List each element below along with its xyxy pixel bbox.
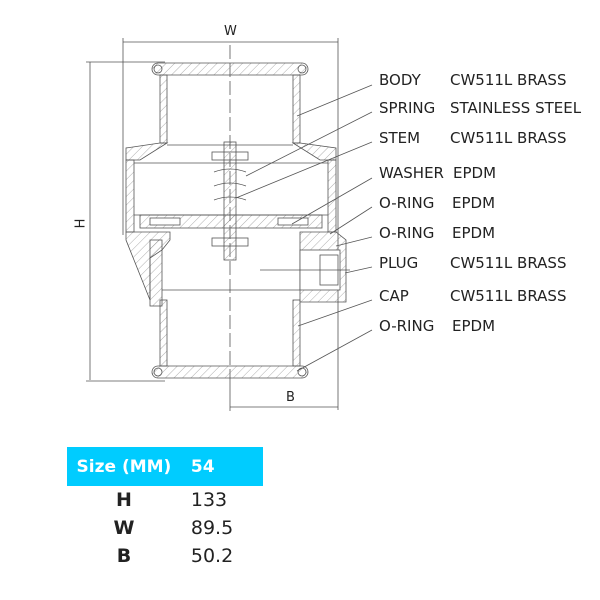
part-name: O-RING (379, 224, 435, 242)
part-name: STEM (379, 129, 421, 147)
table-row: H 133 (67, 486, 263, 514)
part-name: O-RING (379, 317, 435, 335)
size-table-header: Size (MM) 54 (67, 447, 263, 486)
part-name: WASHER (379, 164, 444, 182)
part-material: CW511L BRASS (450, 129, 567, 147)
row-label: H (115, 489, 132, 511)
part-material: EPDM (452, 194, 496, 212)
leader-lines (235, 84, 373, 372)
row-value: 89.5 (190, 517, 234, 539)
row-label: W (113, 517, 135, 539)
part-material: CW511L BRASS (450, 287, 567, 305)
size-header-label: Size (MM) (76, 456, 172, 477)
size-table: Size (MM) 54 H 133 W 89.5 B 50.2 (67, 447, 263, 570)
part-material: CW511L BRASS (450, 254, 567, 272)
part-name: O-RING (379, 194, 435, 212)
part-material: CW511L BRASS (450, 71, 567, 89)
part-material: STAINLESS STEEL (450, 99, 582, 117)
part-name: CAP (379, 287, 409, 305)
row-value: 50.2 (190, 545, 234, 567)
part-name: BODY (379, 71, 421, 89)
part-material: EPDM (453, 164, 497, 182)
row-label: B (116, 545, 132, 567)
w-dimension-label: W (224, 24, 237, 39)
table-row: B 50.2 (67, 542, 263, 570)
b-dimension-label: B (286, 390, 295, 405)
row-value: 133 (190, 489, 228, 511)
part-material: EPDM (452, 317, 496, 335)
part-name: SPRING (379, 99, 436, 117)
part-name: PLUG (379, 254, 419, 272)
part-material: EPDM (452, 224, 496, 242)
table-row: W 89.5 (67, 514, 263, 542)
size-header-value: 54 (190, 456, 215, 477)
h-dimension-label: H (73, 218, 89, 229)
